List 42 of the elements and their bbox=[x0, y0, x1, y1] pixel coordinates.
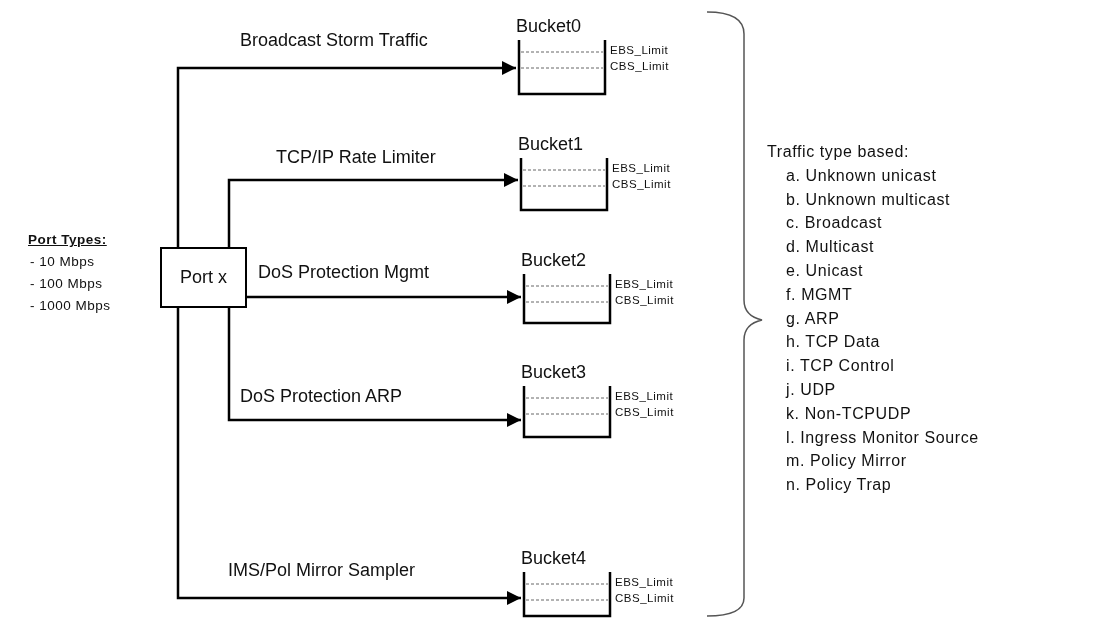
bucket-label: Bucket4 bbox=[521, 548, 587, 569]
list-item: n. Policy Trap bbox=[786, 476, 892, 495]
limit-label: EBS_Limit bbox=[612, 162, 671, 174]
list-item: f. MGMT bbox=[786, 285, 853, 304]
list-heading: Port Types: bbox=[28, 232, 107, 247]
arrow bbox=[176, 61, 516, 247]
arrow bbox=[227, 173, 518, 247]
list-item: a. Unknown unicast bbox=[786, 166, 937, 185]
list-item: - 100 Mbps bbox=[30, 276, 103, 291]
bucket-label: Bucket1 bbox=[518, 134, 584, 155]
list-item: g. ARP bbox=[786, 309, 840, 328]
list-item: d. Multicast bbox=[786, 238, 875, 257]
list-item: e. Unicast bbox=[786, 262, 864, 280]
limit-label: CBS_Limit bbox=[610, 60, 669, 72]
list-item: h. TCP Data bbox=[786, 333, 881, 352]
list-item: j. UDP bbox=[786, 381, 836, 399]
bucket-label: Bucket3 bbox=[521, 362, 587, 383]
bucket-label: Bucket2 bbox=[521, 250, 587, 271]
list-item: m. Policy Mirror bbox=[786, 452, 907, 471]
limit-label: EBS_Limit bbox=[615, 390, 674, 402]
port-box: Port x bbox=[160, 247, 247, 308]
arrow bbox=[176, 308, 521, 605]
limit-label: CBS_Limit bbox=[615, 294, 674, 306]
list-item: - 10 Mbps bbox=[30, 254, 95, 269]
list-heading: Traffic type based: bbox=[767, 143, 910, 161]
list-item: l. Ingress Monitor Source bbox=[786, 428, 979, 447]
limit-label: EBS_Limit bbox=[615, 576, 674, 588]
bucket-label: Bucket0 bbox=[516, 16, 582, 37]
arrow bbox=[247, 290, 521, 304]
limit-label: EBS_Limit bbox=[615, 278, 674, 290]
list-item: i. TCP Control bbox=[786, 357, 895, 376]
limit-label: CBS_Limit bbox=[615, 592, 674, 604]
edge-label: DoS Protection Mgmt bbox=[256, 262, 432, 282]
arrow bbox=[227, 308, 521, 427]
list-item: k. Non-TCPUDP bbox=[786, 404, 912, 423]
limit-label: CBS_Limit bbox=[612, 178, 671, 190]
limit-label: EBS_Limit bbox=[610, 44, 669, 56]
list-item: c. Broadcast bbox=[786, 214, 883, 233]
limit-label: CBS_Limit bbox=[615, 406, 674, 418]
list-item: b. Unknown multicast bbox=[786, 190, 951, 209]
edge-label: IMS/Pol Mirror Sampler bbox=[226, 560, 418, 580]
list-item: - 1000 Mbps bbox=[30, 298, 111, 313]
